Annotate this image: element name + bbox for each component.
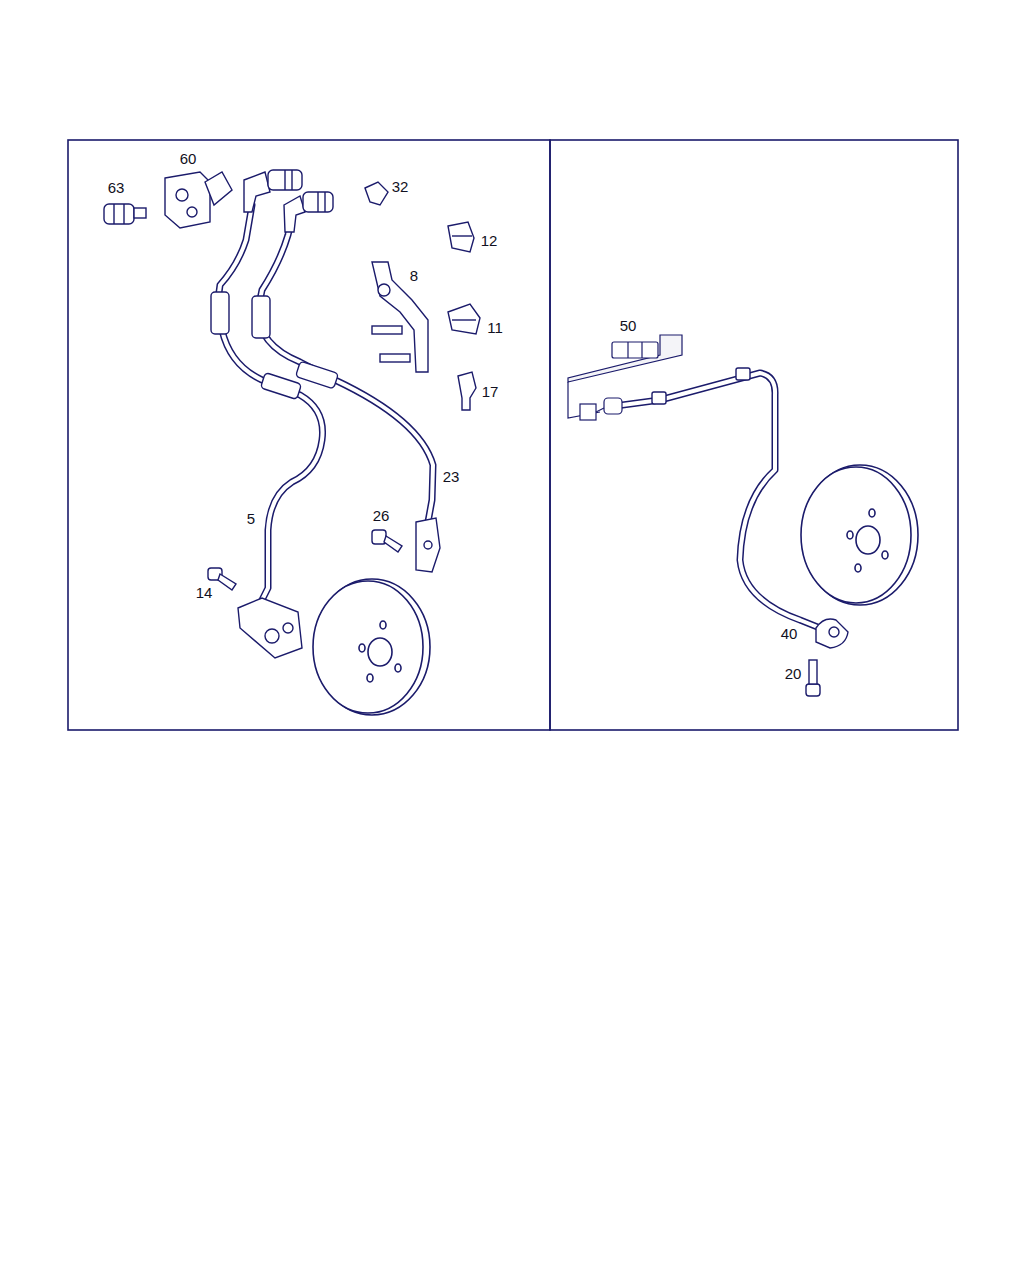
callout-number: 11 (486, 319, 504, 336)
callout-number: 5 (246, 510, 256, 527)
callout-number: 8 (409, 267, 419, 284)
callout-number: 17 (481, 383, 500, 400)
callout-number: 20 (784, 665, 803, 682)
callout-number: 26 (372, 507, 391, 524)
callout-number: 50 (619, 317, 638, 334)
callout-number: 12 (480, 232, 499, 249)
callout-number: 40 (780, 625, 799, 642)
right-panel (550, 140, 958, 730)
callout-number: 63 (107, 179, 126, 196)
callout-number: 32 (391, 178, 410, 195)
callout-number: 60 (179, 150, 198, 167)
callout-number: 23 (442, 468, 461, 485)
callout-number: 14 (195, 584, 214, 601)
left-panel (68, 140, 550, 730)
